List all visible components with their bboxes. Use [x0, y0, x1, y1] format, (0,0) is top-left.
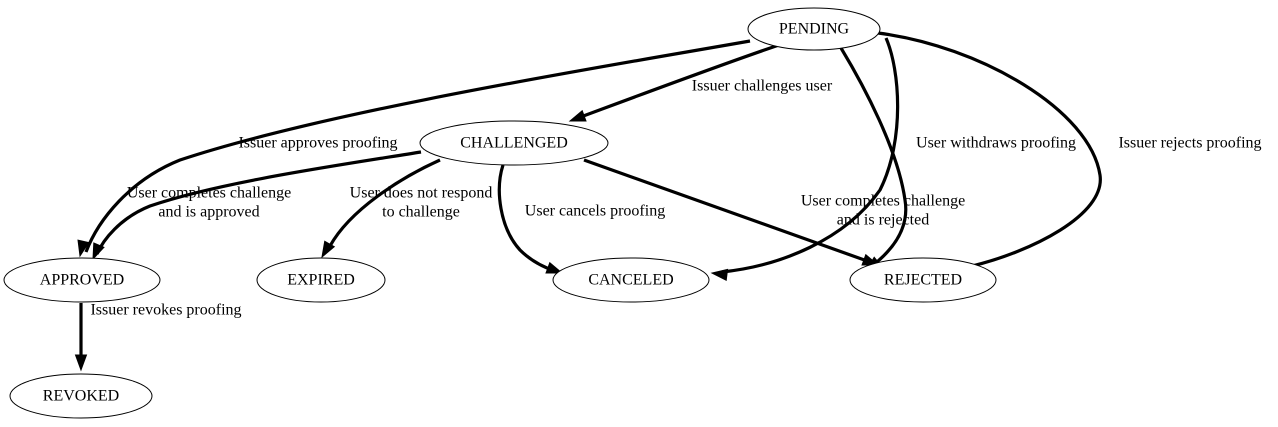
edge-pending-challenged — [568, 43, 780, 122]
edge-challenged-rejected — [583, 158, 880, 266]
edge-label-challenged-canceled: User cancels proofing — [525, 203, 665, 220]
node-label-canceled: CANCELED — [588, 272, 673, 289]
edge-pending-approved — [77, 39, 751, 258]
node-expired[interactable]: EXPIRED — [256, 257, 386, 303]
node-ellipse-expired[interactable] — [256, 257, 386, 303]
edge-arrowhead-challenged-canceled — [545, 261, 564, 274]
node-ellipse-canceled[interactable] — [552, 257, 710, 303]
edge-arrowhead-challenged-expired — [321, 240, 336, 259]
edge-label-pending-rejected-outer: Issuer rejects proofing — [1118, 135, 1261, 152]
node-challenged[interactable]: CHALLENGED — [419, 120, 609, 166]
nodes-layer: PENDING CHALLENGED APPROVED EXPIRED CANCELED… — [3, 7, 997, 419]
node-approved[interactable]: APPROVED — [3, 257, 161, 303]
node-label-approved: APPROVED — [40, 272, 124, 289]
node-label-expired: EXPIRED — [287, 272, 355, 289]
node-canceled[interactable]: CANCELED — [552, 257, 710, 303]
edge-path-challenged-canceled — [497, 164, 556, 273]
edge-approved-revoked — [74, 303, 88, 372]
node-ellipse-revoked[interactable] — [9, 373, 153, 419]
edge-label-pending-approved: Issuer approves proofing — [238, 135, 397, 152]
node-label-challenged: CHALLENGED — [460, 135, 568, 152]
edge-label-line: to challenge — [382, 203, 460, 220]
edge-path-pending-rejected-outer — [877, 31, 1102, 268]
edge-label-line: and is rejected — [837, 211, 929, 228]
edge-path-challenged-approved — [95, 150, 422, 255]
edge-challenged-approved — [92, 150, 422, 261]
node-ellipse-challenged[interactable] — [419, 120, 609, 166]
edge-challenged-canceled — [497, 164, 564, 274]
edge-challenged-expired — [321, 158, 441, 259]
edge-label-challenged-rejected: User completes challenge and is rejected — [801, 192, 965, 228]
node-pending[interactable]: PENDING — [747, 7, 881, 51]
edge-arrowhead-pending-approved — [77, 239, 90, 258]
edge-path-pending-canceled — [721, 37, 900, 274]
edge-label-line: User completes challenge — [127, 184, 291, 201]
edge-path-pending-rejected — [839, 47, 908, 268]
edge-label-challenged-approved: User completes challenge and is approved — [127, 184, 291, 220]
node-revoked[interactable]: REVOKED — [9, 373, 153, 419]
edges-layer — [74, 31, 1102, 372]
edge-label-pending-rejected: User withdraws proofing — [916, 135, 1076, 152]
edge-path-pending-challenged — [577, 43, 780, 120]
node-label-revoked: REVOKED — [43, 388, 119, 405]
node-rejected[interactable]: REJECTED — [849, 257, 997, 303]
node-label-pending: PENDING — [779, 21, 850, 38]
edge-pending-canceled — [710, 37, 900, 282]
edge-path-challenged-expired — [328, 158, 441, 247]
edge-arrowhead-challenged-approved — [92, 242, 105, 261]
edge-arrowhead-approved-revoked — [74, 354, 88, 372]
edge-label-challenged-expired: User does not respond to challenge — [350, 184, 493, 220]
node-ellipse-pending[interactable] — [747, 7, 881, 51]
edge-label-line: User completes challenge — [801, 192, 965, 209]
edge-arrowhead-pending-challenged — [568, 109, 587, 122]
edge-pending-rejected-outer — [877, 31, 1102, 279]
edge-arrowhead-pending-canceled — [710, 268, 729, 282]
edge-labels-layer: Issuer approves proofing Issuer challenge… — [90, 78, 1261, 319]
node-label-rejected: REJECTED — [884, 272, 962, 289]
edge-path-pending-approved — [84, 39, 751, 253]
node-ellipse-approved[interactable] — [3, 257, 161, 303]
node-ellipse-rejected[interactable] — [849, 257, 997, 303]
edge-label-line: and is approved — [158, 203, 259, 220]
edge-label-line: User does not respond — [350, 184, 493, 201]
edge-path-challenged-rejected — [583, 158, 871, 264]
edge-label-approved-revoked: Issuer revokes proofing — [90, 302, 241, 319]
edge-label-pending-challenged: Issuer challenges user — [692, 78, 833, 95]
